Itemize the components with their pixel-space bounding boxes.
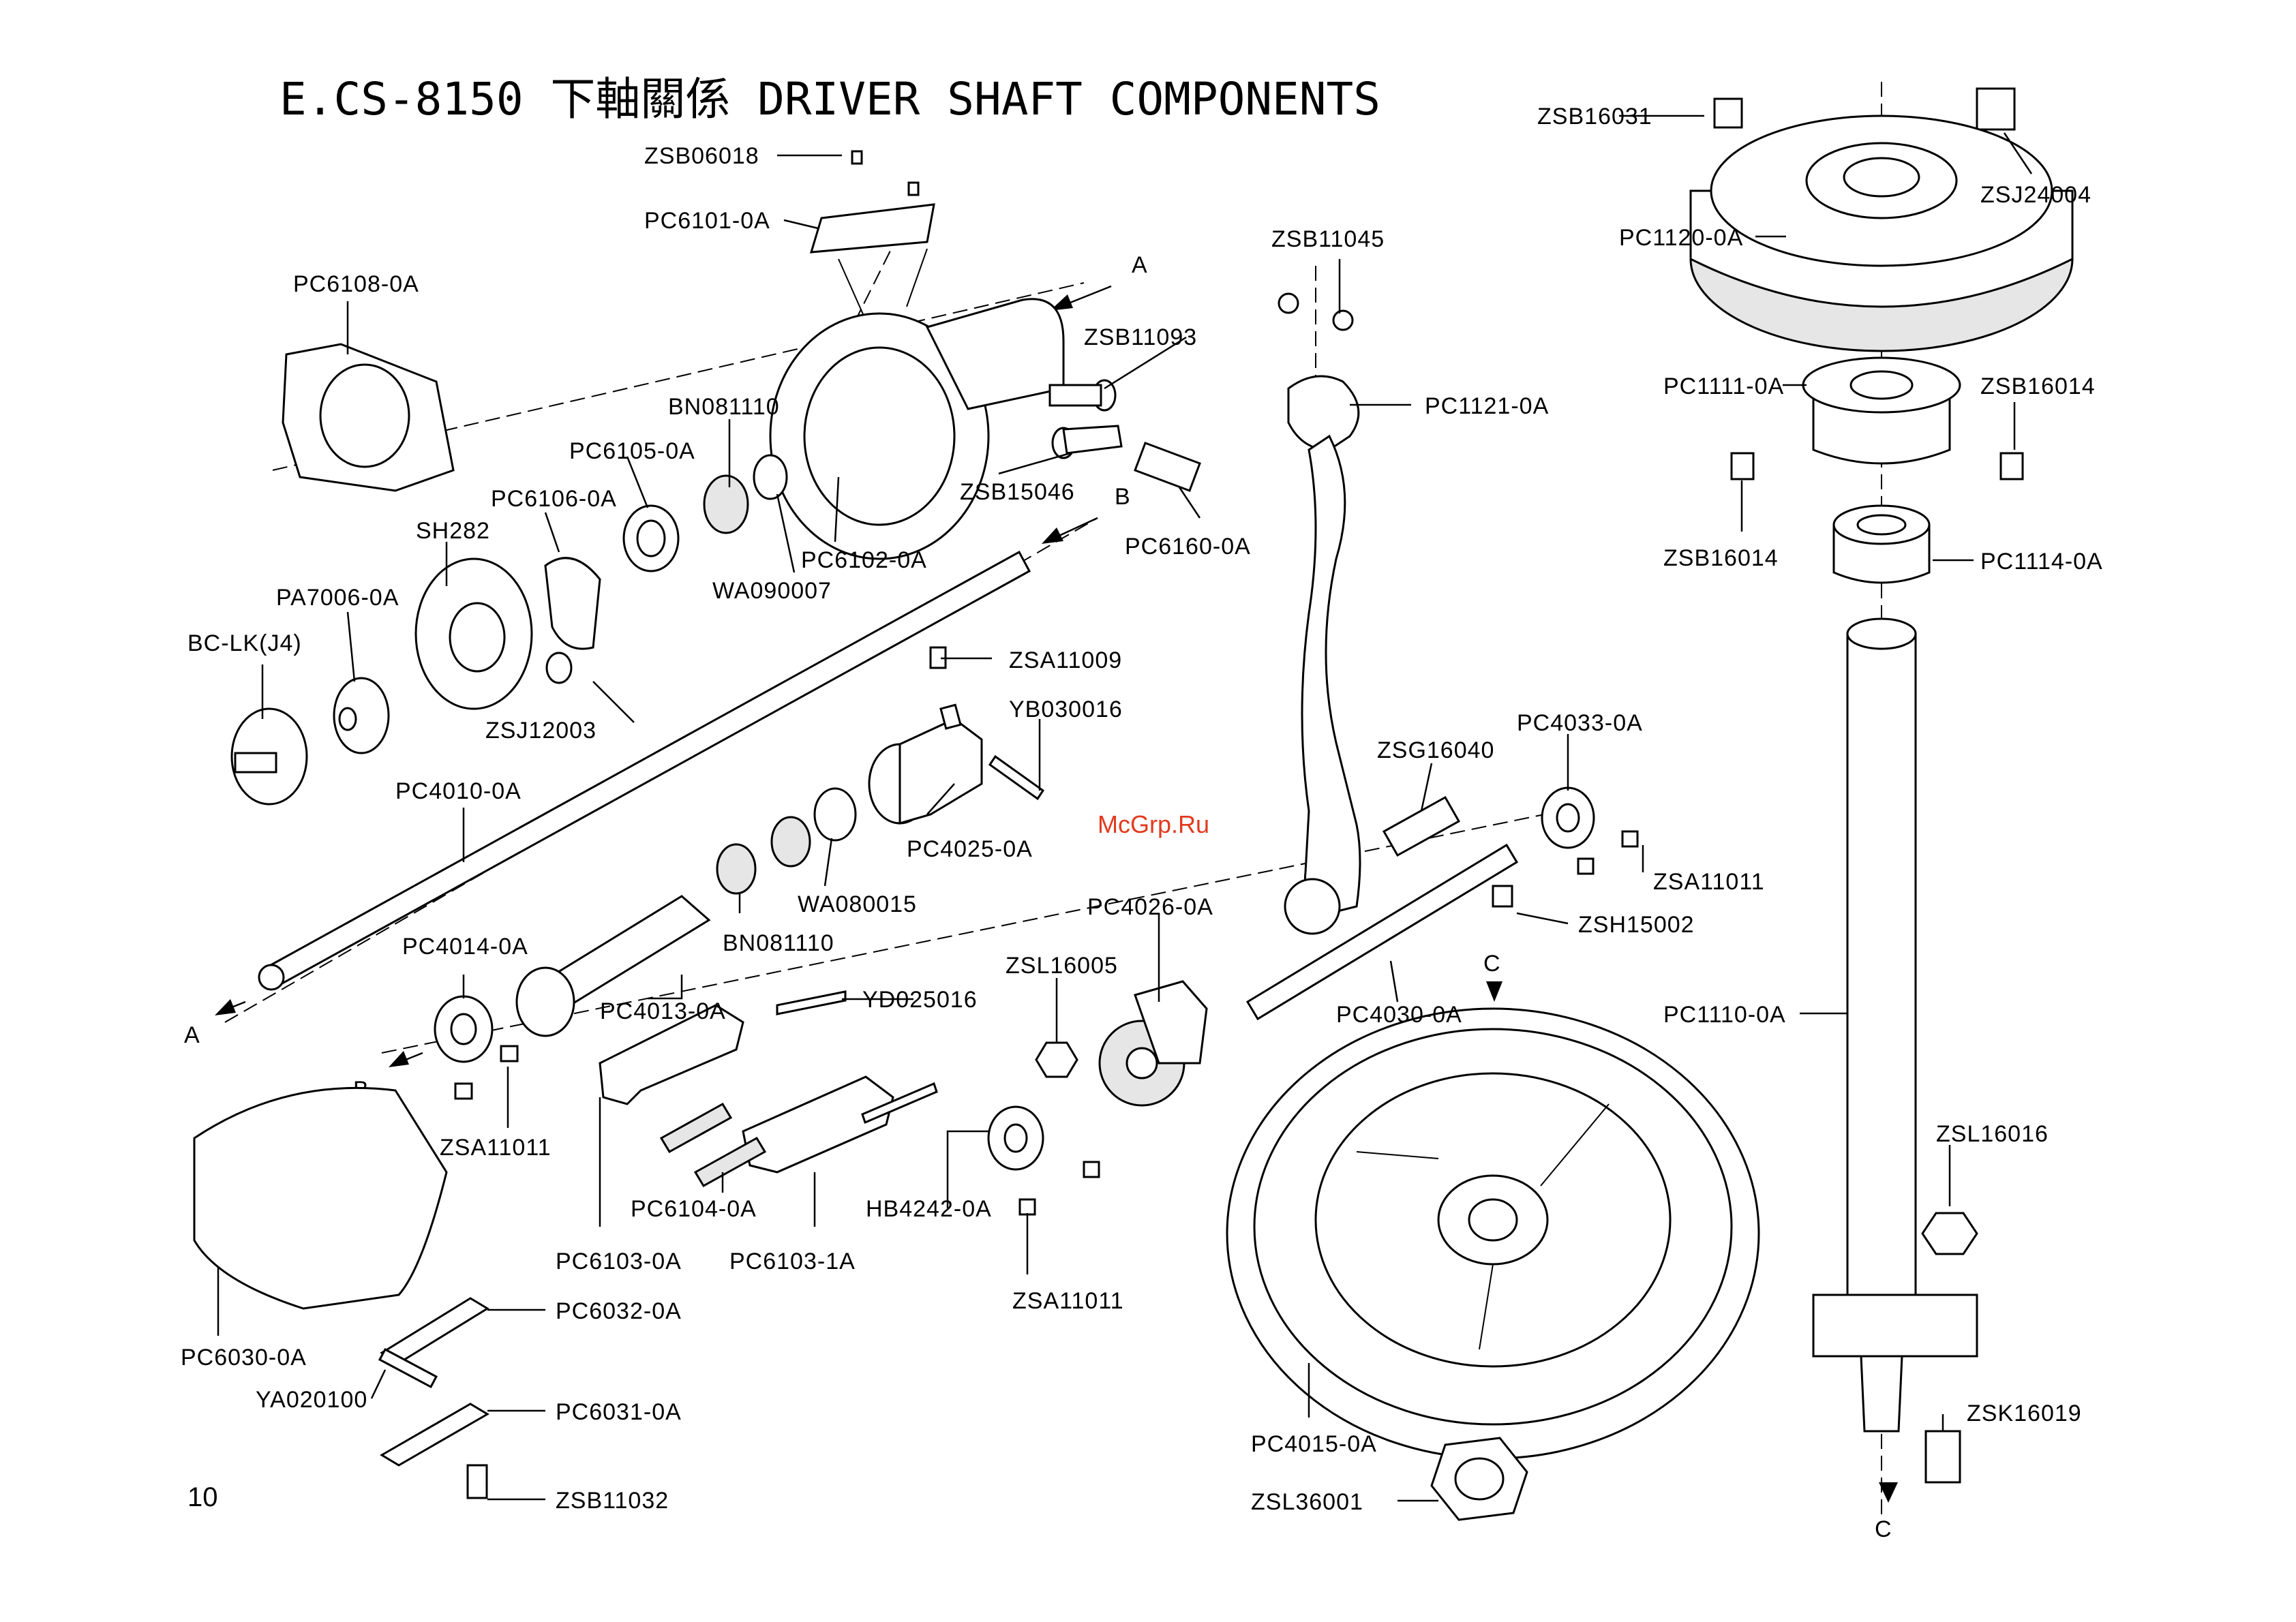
label-pc4015: PC4015-0A bbox=[1251, 1431, 1377, 1457]
label-pc4013: PC4013-0A bbox=[600, 998, 726, 1024]
label-pc6032: PC6032-0A bbox=[556, 1298, 682, 1324]
diagram-title: E.CS-8150 下軸關係 DRIVER SHAFT COMPONENTS bbox=[280, 73, 1380, 125]
label-pc4025: PC4025-0A bbox=[907, 836, 1033, 862]
knife-assembly bbox=[193, 1086, 489, 1499]
label-zsj12003: ZSJ12003 bbox=[485, 718, 596, 744]
callout-a-bottom: A bbox=[184, 1022, 200, 1048]
label-bn081110-b: BN081110 bbox=[723, 930, 834, 956]
label-pc4010: PC4010-0A bbox=[395, 778, 522, 804]
hook-assembly bbox=[230, 150, 1201, 806]
label-zsa11011-a: ZSA11011 bbox=[440, 1135, 552, 1161]
label-pc1121: PC1121-0A bbox=[1425, 393, 1549, 419]
label-pc6102: PC6102-0A bbox=[801, 547, 927, 573]
label-ya020100: YA020100 bbox=[256, 1387, 367, 1413]
label-zsb15046: ZSB15046 bbox=[960, 479, 1075, 505]
label-pc6101: PC6101-0A bbox=[644, 208, 770, 234]
label-pc1110: PC1110-0A bbox=[1663, 1002, 1786, 1028]
callout-c-bottom: C bbox=[1875, 1516, 1892, 1542]
label-pc6030: PC6030-0A bbox=[181, 1345, 307, 1371]
label-pc4033: PC4033-0A bbox=[1517, 710, 1643, 736]
thread-trimmer-assembly bbox=[599, 990, 938, 1188]
label-pc6104: PC6104-0A bbox=[631, 1196, 757, 1222]
label-yd025016: YD025016 bbox=[862, 987, 978, 1013]
label-pc4014: PC4014-0A bbox=[402, 934, 528, 960]
label-zsa11011-b: ZSA11011 bbox=[1653, 869, 1765, 895]
label-zsb16014-a: ZSB16014 bbox=[1980, 373, 2096, 399]
label-zsj24004: ZSJ24004 bbox=[1980, 182, 2091, 208]
label-wa080015: WA080015 bbox=[798, 891, 917, 917]
label-zsa11011-c: ZSA11011 bbox=[1012, 1288, 1124, 1314]
label-zsk16019: ZSK16019 bbox=[1967, 1401, 2082, 1426]
watermark: McGrp.Ru bbox=[1098, 810, 1209, 838]
label-pc1111: PC1111-0A bbox=[1663, 373, 1784, 399]
label-zsb11093: ZSB11093 bbox=[1084, 324, 1197, 350]
label-pa7006: PA7006-0A bbox=[276, 585, 399, 611]
label-zsa11009: ZSA11009 bbox=[1009, 647, 1122, 673]
label-pc6103: PC6103-0A bbox=[556, 1249, 682, 1274]
callout-c-top: C bbox=[1483, 951, 1501, 977]
label-wa090007: WA090007 bbox=[712, 578, 832, 604]
label-zsb11045: ZSB11045 bbox=[1271, 226, 1385, 252]
label-sh282: SH282 bbox=[416, 518, 490, 544]
callout-b-top: B bbox=[1115, 484, 1131, 510]
label-zsb11032: ZSB11032 bbox=[556, 1488, 669, 1514]
label-zsl36001: ZSL36001 bbox=[1251, 1489, 1363, 1515]
label-pc6031: PC6031-0A bbox=[556, 1399, 682, 1425]
label-zsb16014-b: ZSB16014 bbox=[1663, 545, 1779, 571]
label-pc6103-1: PC6103-1A bbox=[729, 1249, 856, 1274]
label-yb030016: YB030016 bbox=[1009, 697, 1123, 722]
handwheel bbox=[1226, 1007, 1760, 1521]
label-zsg16040: ZSG16040 bbox=[1377, 737, 1494, 763]
label-pc4026: PC4026-0A bbox=[1087, 894, 1213, 920]
label-zsh15002: ZSH15002 bbox=[1578, 912, 1695, 938]
label-zsl16016: ZSL16016 bbox=[1936, 1121, 2049, 1147]
callout-a-top: A bbox=[1132, 252, 1148, 278]
label-pc1120: PC1120-0A bbox=[1619, 225, 1743, 251]
crank-assembly bbox=[987, 292, 1639, 1216]
label-pc6108: PC6108-0A bbox=[293, 271, 419, 297]
leader-lines bbox=[217, 114, 2033, 1502]
label-bc-lk: BC-LK(J4) bbox=[187, 630, 302, 656]
lower-shaft-assembly bbox=[258, 550, 1045, 1100]
label-hb4242: HB4242-0A bbox=[866, 1196, 992, 1222]
label-pc4030: PC4030-0A bbox=[1336, 1002, 1462, 1028]
part-labels: ZSB06018 PC6101-0A PC6108-0A ZSB11093 BN… bbox=[181, 104, 2103, 1515]
label-zsb16031: ZSB16031 bbox=[1537, 104, 1652, 129]
label-pc6160: PC6160-0A bbox=[1125, 534, 1251, 560]
label-zsb06018: ZSB06018 bbox=[644, 143, 759, 169]
label-pc6106: PC6106-0A bbox=[491, 486, 617, 512]
upright-shaft-assembly bbox=[1689, 87, 2074, 1484]
page-number: 10 bbox=[187, 1482, 218, 1512]
label-pc1114: PC1114-0A bbox=[1980, 549, 2103, 575]
label-bn081110-a: BN081110 bbox=[668, 394, 780, 420]
callout-arrows bbox=[215, 285, 1898, 1503]
label-pc6105: PC6105-0A bbox=[569, 438, 695, 464]
label-zsl16005: ZSL16005 bbox=[1006, 953, 1118, 979]
